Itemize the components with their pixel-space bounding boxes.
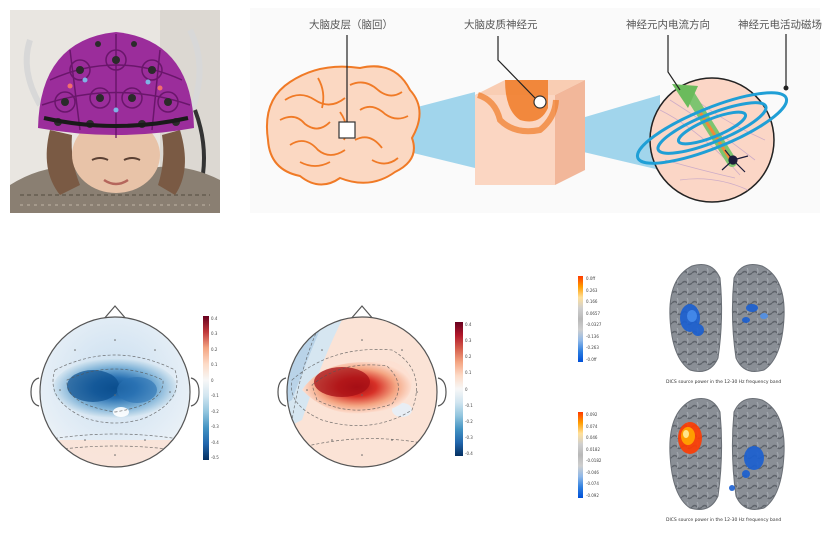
tick-label: -0.092	[586, 492, 599, 498]
tick-label: -0.136	[586, 333, 599, 339]
colorbar-left	[203, 316, 209, 460]
cortex-selection-box	[338, 121, 356, 139]
tick-label: 0.092	[586, 412, 598, 417]
source-brain-bottom	[669, 398, 785, 510]
tick-label: -0.046	[586, 469, 599, 475]
neuron-selection-circle	[533, 95, 547, 109]
tick-label: -0.3	[211, 424, 219, 430]
magnetic-field-label: 神经元电活动磁场	[738, 19, 822, 31]
tick-label: 0.4	[211, 316, 218, 321]
tick-label: 0.2	[211, 346, 218, 352]
meg-principle-diagram	[250, 8, 820, 213]
tick-label: -0.3	[465, 434, 473, 440]
tick-label: -0.4	[465, 451, 473, 456]
tick-label: 0.0182	[586, 446, 600, 452]
tick-label: -0.5	[211, 454, 219, 460]
source-brain-top	[669, 264, 785, 372]
topomap-right	[277, 305, 447, 468]
tick-label: 0.0657	[586, 310, 600, 316]
cortex-block-illustration	[475, 80, 585, 185]
tick-label: 0.1	[465, 370, 472, 376]
source-caption-bottom: DICS source power in the 12-30 Hz freque…	[666, 518, 782, 523]
tick-label: -0.1	[465, 402, 473, 408]
eeg-cap-photo-illustration	[10, 10, 220, 213]
neurons-label-leader	[497, 36, 536, 99]
zoom-beam-1	[360, 92, 475, 168]
tick-label: -0.4	[211, 439, 219, 445]
neuron-magnified-view	[635, 77, 789, 203]
tick-label: -0.263	[586, 345, 599, 351]
colorbar-source-top	[578, 276, 583, 362]
colorbar-left-ticks: 0.4 0.3 0.2 0.1 0 -0.1 -0.2 -0.3 -0.4 -0…	[211, 316, 219, 460]
tick-label: 0.3	[211, 331, 218, 337]
tick-label: -0.2	[465, 418, 473, 424]
tick-label: 0.3	[465, 338, 472, 344]
source-caption-top: DICS source power in the 12-30 Hz freque…	[666, 380, 782, 385]
brain-illustration	[266, 65, 421, 186]
eeg-cap-photo	[10, 10, 220, 213]
tick-label: 0.0ff	[586, 276, 596, 281]
tick-label: -0.0ff	[586, 356, 597, 362]
tick-label: 0.263	[586, 287, 598, 293]
colorbar-source-top-ticks: 0.0ff 0.263 0.166 0.0657 -0.0327 -0.136 …	[586, 276, 601, 362]
tick-label: -0.0182	[586, 458, 602, 464]
tick-label: 0.1	[211, 362, 218, 368]
tick-label: 0	[465, 386, 468, 392]
tick-label: 0.166	[586, 299, 598, 305]
current-label-leader	[667, 35, 681, 91]
tick-label: 0.046	[586, 435, 598, 441]
colorbar-source-bottom	[578, 412, 583, 498]
tick-label: 0.074	[586, 423, 598, 429]
topomap-left	[30, 305, 200, 468]
tick-label: -0.074	[586, 481, 599, 487]
colorbar-source-bottom-ticks: 0.092 0.074 0.046 0.0182 -0.0182 -0.046 …	[586, 412, 601, 498]
tick-label: 0.4	[465, 322, 472, 327]
current-direction-label: 神经元内电流方向	[626, 19, 710, 31]
tick-label: -0.2	[211, 408, 219, 414]
neurons-label: 大脑皮质神经元	[464, 19, 538, 31]
tick-label: -0.0327	[586, 322, 602, 328]
tick-label: 0	[211, 377, 214, 383]
tick-label: -0.1	[211, 393, 219, 399]
cortex-label: 大脑皮层（脑回）	[309, 19, 393, 31]
colorbar-right	[455, 322, 463, 456]
colorbar-right-ticks: 0.4 0.3 0.2 0.1 0 -0.1 -0.2 -0.3 -0.4	[465, 322, 473, 456]
tick-label: 0.2	[465, 354, 472, 360]
